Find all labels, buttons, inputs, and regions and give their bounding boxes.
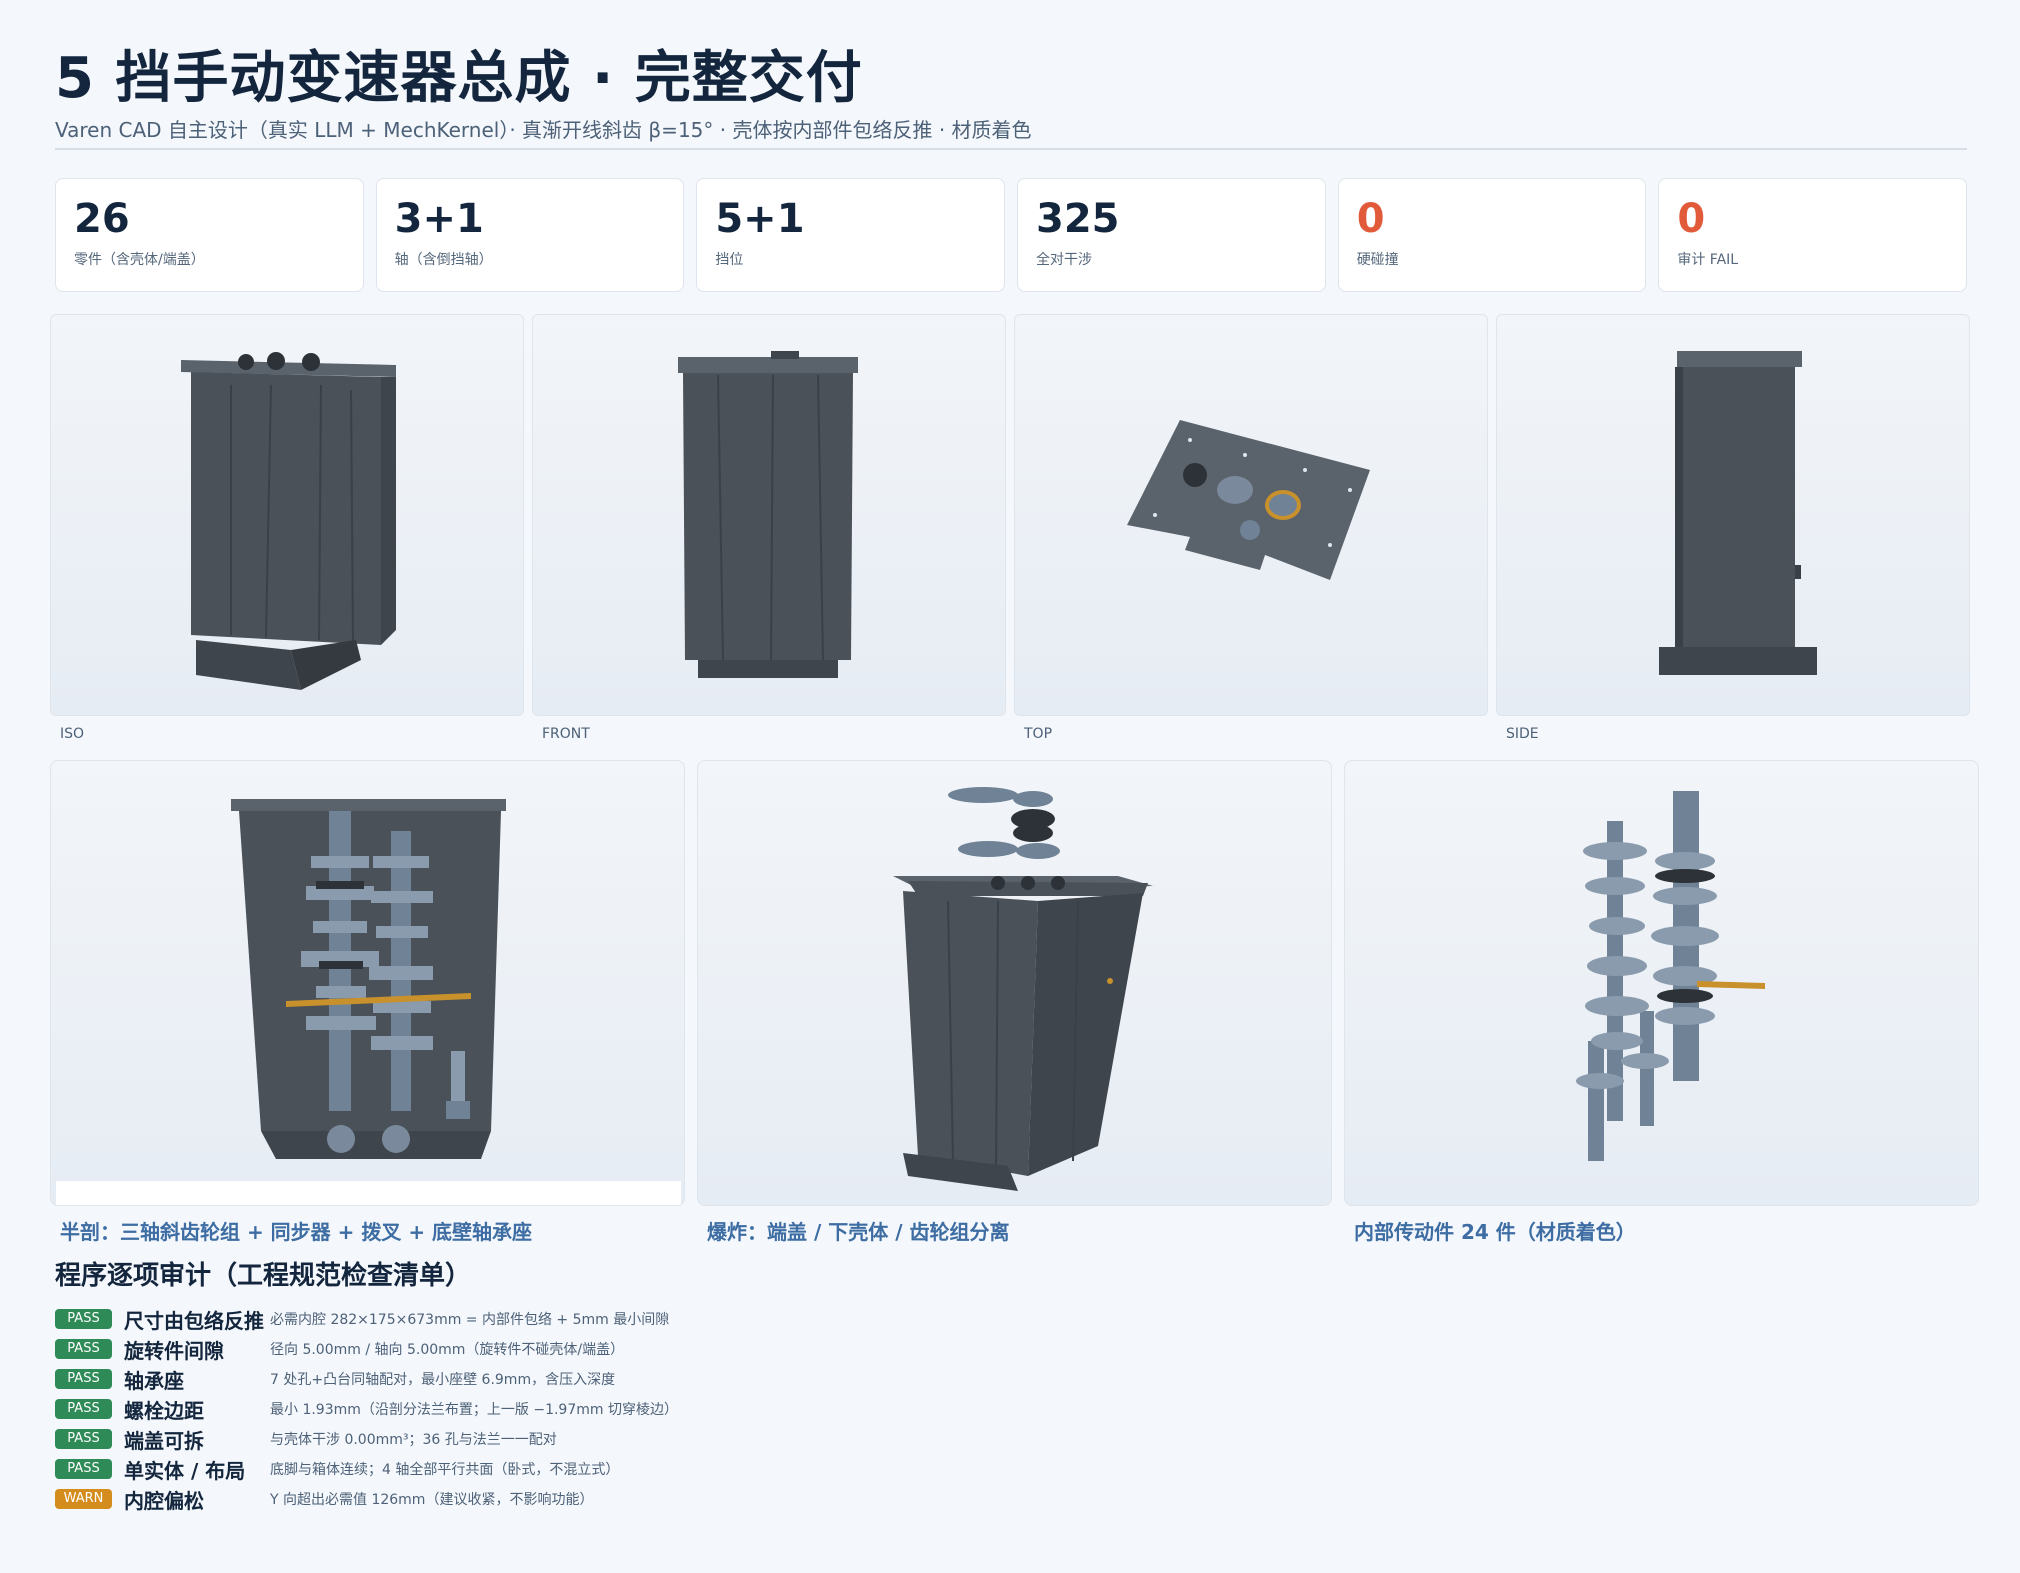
detail-view-row: 半剖：三轴斜齿轮组 + 同步器 + 拨叉 + 底壁轴承座 (50, 760, 1979, 1245)
status-badge: WARN (55, 1489, 112, 1509)
view-label: SIDE (1506, 726, 1539, 742)
view-exploded: 爆炸：端盖 / 下壳体 / 齿轮组分离 (697, 760, 1332, 1245)
iso-housing-render (181, 352, 396, 690)
stat-label: 全对干涉 (1036, 252, 1093, 268)
check-detail: Y 向超出必需值 126mm（建议收紧，不影响功能） (270, 1492, 594, 1508)
view-side-canvas[interactable] (1496, 314, 1970, 716)
check-name: 螺栓边距 (124, 1398, 204, 1423)
stat-value: 5+1 (715, 196, 805, 242)
check-name: 内腔偏松 (124, 1488, 204, 1513)
view-label: FRONT (542, 726, 590, 742)
view-iso-canvas[interactable] (50, 314, 524, 716)
view-internals: 内部传动件 24 件（材质着色） (1344, 760, 1979, 1245)
stat-label: 挡位 (715, 252, 744, 268)
audit-row: PASS 螺栓边距 最小 1.93mm（沿剖分法兰布置；上一版 −1.97mm … (55, 1394, 955, 1424)
stat-label: 审计 FAIL (1677, 252, 1739, 268)
audit-row: WARN 内腔偏松 Y 向超出必需值 126mm（建议收紧，不影响功能） (55, 1484, 955, 1514)
stat-value: 26 (74, 196, 130, 242)
stat-label: 轴（含倒挡轴） (394, 252, 493, 268)
audit-row: PASS 旋转件间隙 径向 5.00mm / 轴向 5.00mm（旋转件不碰壳体… (55, 1334, 955, 1364)
page-title: 5 挡手动变速器总成 · 完整交付 (55, 46, 863, 111)
stat-card-gears: 5+1 挡位 (696, 178, 1006, 292)
check-detail: 底脚与箱体连续；4 轴全部平行共面（卧式，不混立式） (270, 1462, 620, 1478)
view-label: 内部传动件 24 件（材质着色） (1354, 1220, 1636, 1244)
view-top: TOP (1014, 314, 1488, 742)
check-detail: 与壳体干涉 0.00mm³；36 孔与法兰一一配对 (270, 1432, 557, 1448)
status-badge: PASS (55, 1429, 112, 1449)
view-label: ISO (60, 726, 85, 742)
audit-title: 程序逐项审计（工程规范检查清单） (55, 1261, 472, 1291)
status-badge: PASS (55, 1369, 112, 1389)
stat-card-interference: 325 全对干涉 (1017, 178, 1326, 292)
side-housing-render (1659, 351, 1817, 675)
header-divider (55, 148, 1967, 150)
view-section: 半剖：三轴斜齿轮组 + 同步器 + 拨叉 + 底壁轴承座 (50, 760, 685, 1245)
stat-label: 硬碰撞 (1356, 252, 1399, 268)
status-badge: PASS (55, 1339, 112, 1359)
view-side: SIDE (1496, 314, 1970, 742)
status-badge: PASS (55, 1459, 112, 1479)
audit-row: PASS 轴承座 7 处孔+凸台同轴配对，最小座壁 6.9mm，含压入深度 (55, 1364, 955, 1394)
view-top-canvas[interactable] (1014, 314, 1488, 716)
check-detail: 必需内腔 282×175×673mm = 内部件包络 + 5mm 最小间隙 (270, 1312, 670, 1328)
stat-card-audit-fail: 0 审计 FAIL (1658, 178, 1968, 292)
view-label: 爆炸：端盖 / 下壳体 / 齿轮组分离 (707, 1220, 1010, 1244)
exploded-render (893, 787, 1153, 1191)
stats-row: 26 零件（含壳体/端盖） 3+1 轴（含倒挡轴） 5+1 挡位 325 全对干… (55, 178, 1968, 292)
view-label: TOP (1024, 726, 1053, 742)
check-name: 单实体 / 布局 (124, 1458, 246, 1483)
audit-row: PASS 尺寸由包络反推 必需内腔 282×175×673mm = 内部件包络 … (55, 1304, 955, 1334)
view-section-canvas[interactable] (50, 760, 685, 1206)
section-render (56, 799, 681, 1205)
check-name: 旋转件间隙 (124, 1338, 224, 1363)
audit-row: PASS 端盖可拆 与壳体干涉 0.00mm³；36 孔与法兰一一配对 (55, 1424, 955, 1454)
stat-label: 零件（含壳体/端盖） (74, 252, 205, 268)
view-internals-canvas[interactable] (1344, 760, 1979, 1206)
stat-value: 3+1 (394, 196, 484, 242)
stat-value: 325 (1036, 196, 1120, 242)
view-front: FRONT (532, 314, 1006, 742)
view-exploded-canvas[interactable] (697, 760, 1332, 1206)
check-detail: 7 处孔+凸台同轴配对，最小座壁 6.9mm，含压入深度 (270, 1372, 616, 1388)
audit-row: PASS 单实体 / 布局 底脚与箱体连续；4 轴全部平行共面（卧式，不混立式） (55, 1454, 955, 1484)
stat-value: 0 (1677, 196, 1706, 242)
check-name: 尺寸由包络反推 (124, 1308, 264, 1333)
stat-card-parts: 26 零件（含壳体/端盖） (55, 178, 364, 292)
view-front-canvas[interactable] (532, 314, 1006, 716)
view-iso: ISO (50, 314, 524, 742)
status-badge: PASS (55, 1399, 112, 1419)
page-header: 5 挡手动变速器总成 · 完整交付 Varen CAD 自主设计（真实 LLM … (55, 46, 1967, 143)
check-detail: 最小 1.93mm（沿剖分法兰布置；上一版 −1.97mm 切穿棱边） (270, 1402, 678, 1418)
check-detail: 径向 5.00mm / 轴向 5.00mm（旋转件不碰壳体/端盖） (270, 1342, 625, 1358)
status-badge: PASS (55, 1309, 112, 1329)
audit-checklist: 程序逐项审计（工程规范检查清单） PASS 尺寸由包络反推 必需内腔 282×1… (55, 1255, 955, 1514)
top-housing-render (1127, 420, 1370, 580)
view-label: 半剖：三轴斜齿轮组 + 同步器 + 拨叉 + 底壁轴承座 (60, 1220, 533, 1244)
stat-card-shafts: 3+1 轴（含倒挡轴） (375, 178, 685, 292)
front-housing-render (678, 351, 858, 678)
check-name: 端盖可拆 (124, 1428, 204, 1453)
stat-value: 0 (1356, 196, 1385, 242)
page-subtitle: Varen CAD 自主设计（真实 LLM + MechKernel）· 真渐开… (55, 118, 1032, 142)
check-name: 轴承座 (124, 1368, 184, 1393)
view-row: ISO FRONT (50, 314, 1970, 742)
internals-render (1576, 791, 1765, 1161)
stat-card-collisions: 0 硬碰撞 (1337, 178, 1647, 292)
